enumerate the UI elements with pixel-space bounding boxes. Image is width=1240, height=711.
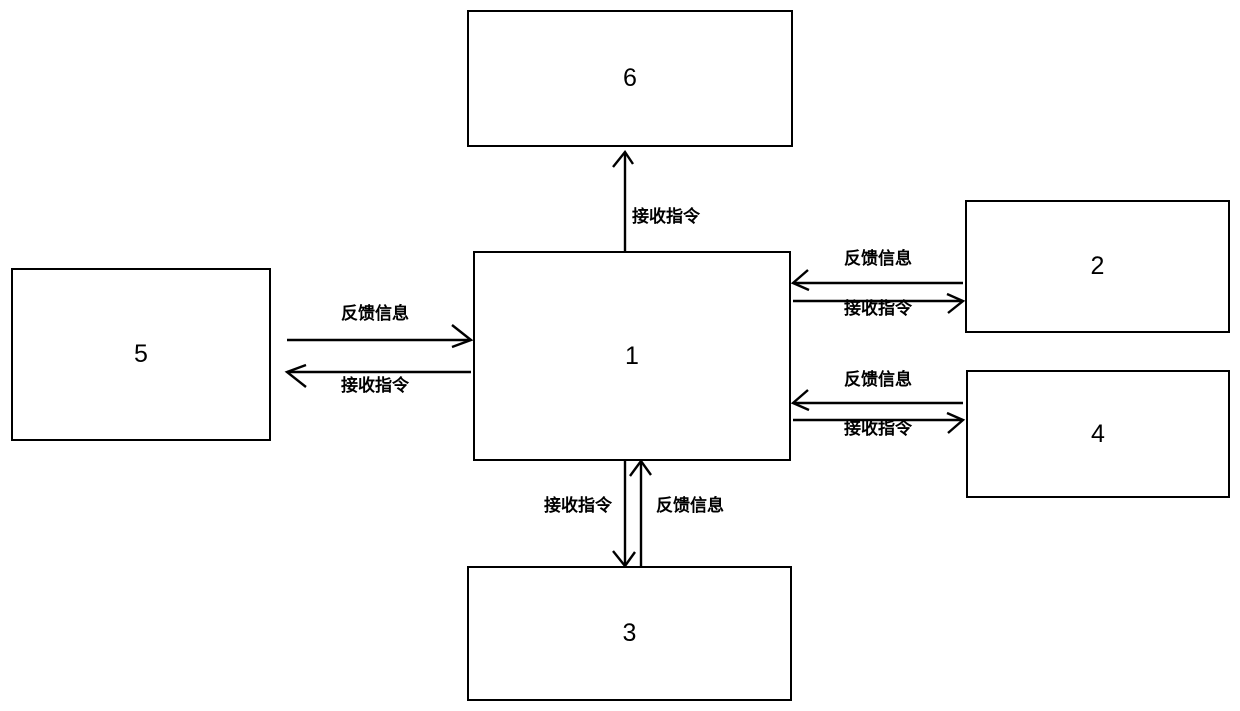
node-box-5[interactable]: 5 <box>11 268 271 441</box>
edge-4-to-1 <box>790 389 963 412</box>
node-label-3: 3 <box>622 619 637 647</box>
edge-label-1-to-3: 接收指令 <box>544 496 612 516</box>
edge-1-to-6 <box>612 149 634 251</box>
edge-1-to-3 <box>612 461 636 568</box>
edge-label-2-to-1: 反馈信息 <box>844 249 912 269</box>
node-label-1: 1 <box>625 341 639 370</box>
node-label-5: 5 <box>134 340 148 368</box>
edge-3-to-1 <box>629 458 652 566</box>
edge-label-1-to-2: 接收指令 <box>844 299 912 319</box>
edge-5-to-1 <box>287 324 474 349</box>
edge-2-to-1 <box>790 269 963 292</box>
edge-label-1-to-5: 接收指令 <box>341 376 409 396</box>
edge-label-4-to-1: 反馈信息 <box>844 370 912 390</box>
node-box-2[interactable]: 2 <box>965 200 1230 333</box>
node-label-4: 4 <box>1091 419 1105 448</box>
node-box-1[interactable]: 1 <box>473 251 791 461</box>
node-label-6: 6 <box>623 64 637 92</box>
edge-label-1-to-4: 接收指令 <box>844 419 912 439</box>
edge-label-1-to-6: 接收指令 <box>632 207 700 227</box>
edge-label-5-to-1: 反馈信息 <box>341 304 409 324</box>
node-label-2: 2 <box>1090 252 1105 280</box>
edge-label-3-to-1: 反馈信息 <box>656 496 724 516</box>
node-box-4[interactable]: 4 <box>966 370 1230 498</box>
node-box-6[interactable]: 6 <box>467 10 793 147</box>
node-box-3[interactable]: 3 <box>467 566 792 701</box>
